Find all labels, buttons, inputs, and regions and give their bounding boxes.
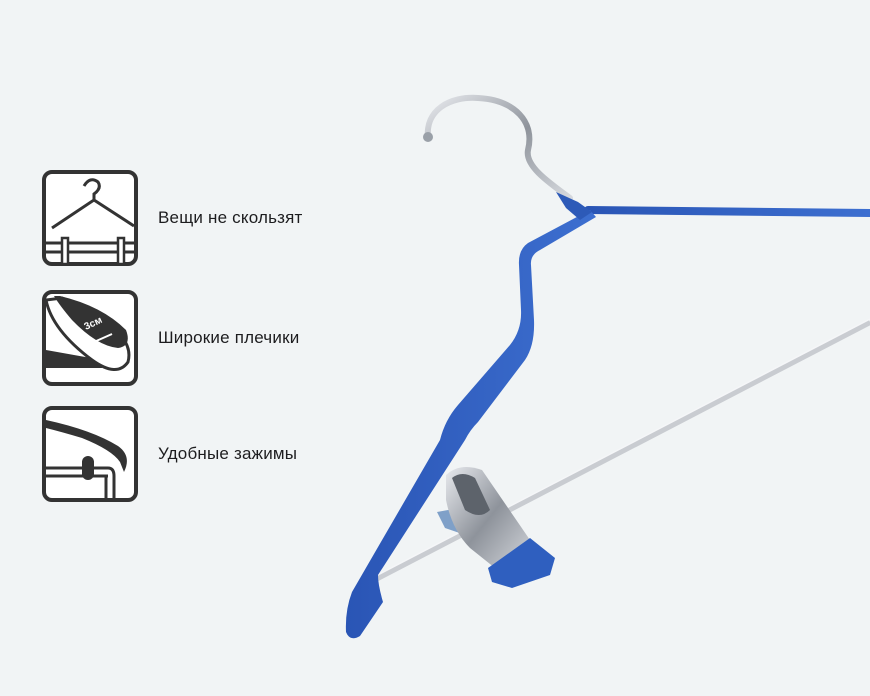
hanger-left-arm — [345, 210, 596, 639]
feature-label: Вещи не скользят — [158, 208, 303, 227]
hanger-right-arm — [584, 206, 870, 217]
hanger-icon — [42, 170, 138, 266]
hanger-clip — [437, 466, 555, 588]
wide-shoulder-icon: 3см — [42, 290, 138, 386]
feature-clips: Удобные зажимы — [42, 406, 297, 502]
feature-non-slip: Вещи не скользят — [42, 170, 303, 266]
clip-icon — [42, 406, 138, 502]
feature-label: Удобные зажимы — [158, 444, 298, 463]
hanger-hook — [424, 94, 573, 201]
hanger-bar — [366, 319, 870, 586]
feature-label: Широкие плечики — [158, 328, 300, 347]
feature-wide-shoulders: 3см Широкие плечики — [42, 290, 299, 386]
